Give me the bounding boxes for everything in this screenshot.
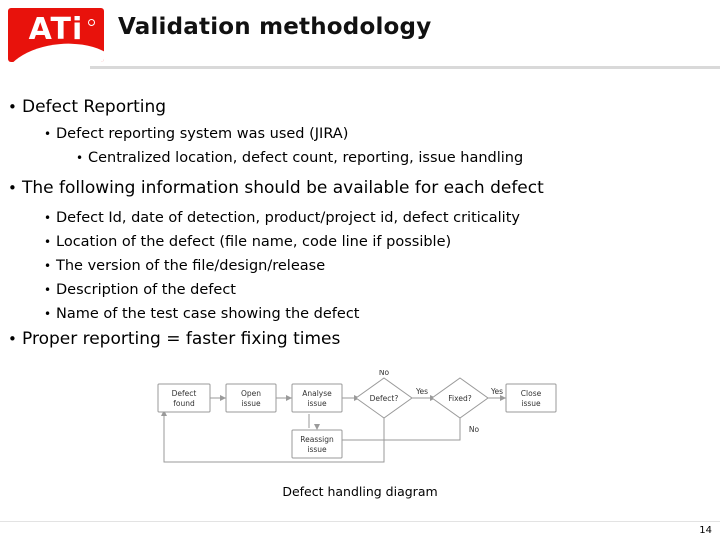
bullet-level2: • Description of the defect	[0, 280, 720, 301]
bullet-text: Defect reporting system was used (JIRA)	[56, 126, 349, 142]
bullet-text: Defect Id, date of detection, product/pr…	[56, 210, 520, 226]
diagram-caption: Defect handling diagram	[282, 484, 438, 499]
diagram-node-reassign-issue	[291, 429, 343, 459]
diagram-label-open-issue: Open	[241, 389, 261, 398]
bullet-text: The following information should be avai…	[22, 178, 544, 198]
diagram-edge-label-fixed-yes: Yes	[490, 387, 503, 396]
bullet-marker-icon: •	[44, 211, 52, 225]
diagram-edge-label-defect-yes: Yes	[415, 387, 428, 396]
bullet-marker-icon: •	[8, 179, 17, 197]
bullet-text: The version of the file/design/release	[56, 258, 326, 274]
bullet-marker-icon: •	[44, 235, 52, 249]
diagram-edge-label-defect-no: No	[379, 370, 390, 377]
diagram-edge-label-fixed-no: No	[469, 425, 480, 434]
diagram-label-analyse-issue-2: issue	[307, 399, 327, 408]
page-number: 14	[699, 525, 712, 536]
bullet-marker-icon: •	[76, 151, 84, 165]
diagram-label-close-issue-2: issue	[521, 399, 541, 408]
bullet-text: Name of the test case showing the defect	[56, 306, 360, 322]
bullet-marker-icon: •	[8, 98, 17, 116]
bullet-level2: • Defect reporting system was used (JIRA…	[0, 124, 720, 145]
bullet-list: • Defect Reporting • Defect reporting sy…	[0, 96, 720, 356]
bullet-text: Centralized location, defect count, repo…	[88, 150, 524, 166]
bullet-text: Proper reporting = faster fixing times	[22, 329, 341, 349]
slide-header: ATi Validation methodology	[0, 0, 720, 70]
bullet-level1: • Proper reporting = faster fixing times	[0, 328, 720, 351]
diagram-label-defect-decision: Defect?	[370, 394, 399, 403]
diagram-node-defect-found	[157, 383, 211, 413]
bullet-level2: • The version of the file/design/release	[0, 256, 720, 277]
bullet-marker-icon: •	[44, 307, 52, 321]
bullet-text: Description of the defect	[56, 282, 236, 298]
bullet-level2: • Location of the defect (file name, cod…	[0, 232, 720, 253]
bullet-level2: • Defect Id, date of detection, product/…	[0, 208, 720, 229]
diagram-label-open-issue-2: issue	[241, 399, 261, 408]
ati-logo: ATi	[8, 8, 104, 62]
diagram-node-open-issue	[225, 383, 277, 413]
diagram-node-close-issue	[505, 383, 557, 413]
diagram-label-close-issue: Close	[521, 389, 542, 398]
diagram-label-reassign-issue: Reassign	[300, 435, 334, 444]
logo-registered-mark	[88, 19, 95, 26]
bullet-level1: • The following information should be av…	[0, 177, 720, 200]
bullet-text: Defect Reporting	[22, 97, 167, 117]
diagram-node-fixed-decision	[431, 377, 489, 419]
bullet-marker-icon: •	[44, 127, 52, 141]
bullet-level3: • Centralized location, defect count, re…	[0, 148, 720, 169]
diagram-node-analyse-issue	[291, 383, 343, 413]
logo-text: ATi	[28, 12, 84, 47]
diagram-label-fixed-decision: Fixed?	[448, 394, 471, 403]
diagram-label-reassign-issue-2: issue	[307, 445, 327, 454]
defect-handling-diagram: Defect found Open issue Analyse issue Re…	[150, 368, 570, 480]
footer-divider	[0, 521, 720, 522]
bullet-level2: • Name of the test case showing the defe…	[0, 304, 720, 325]
diagram-node-defect-decision	[355, 377, 413, 419]
bullet-text: Location of the defect (file name, code …	[56, 234, 452, 250]
diagram-label-analyse-issue: Analyse	[302, 389, 332, 398]
diagram-label-defect-found-2: found	[173, 399, 195, 408]
header-divider	[90, 66, 720, 69]
bullet-marker-icon: •	[44, 283, 52, 297]
page-title: Validation methodology	[118, 14, 432, 40]
bullet-marker-icon: •	[8, 330, 17, 348]
bullet-marker-icon: •	[44, 259, 52, 273]
diagram-label-defect-found: Defect	[172, 389, 197, 398]
bullet-level1: • Defect Reporting	[0, 96, 720, 119]
